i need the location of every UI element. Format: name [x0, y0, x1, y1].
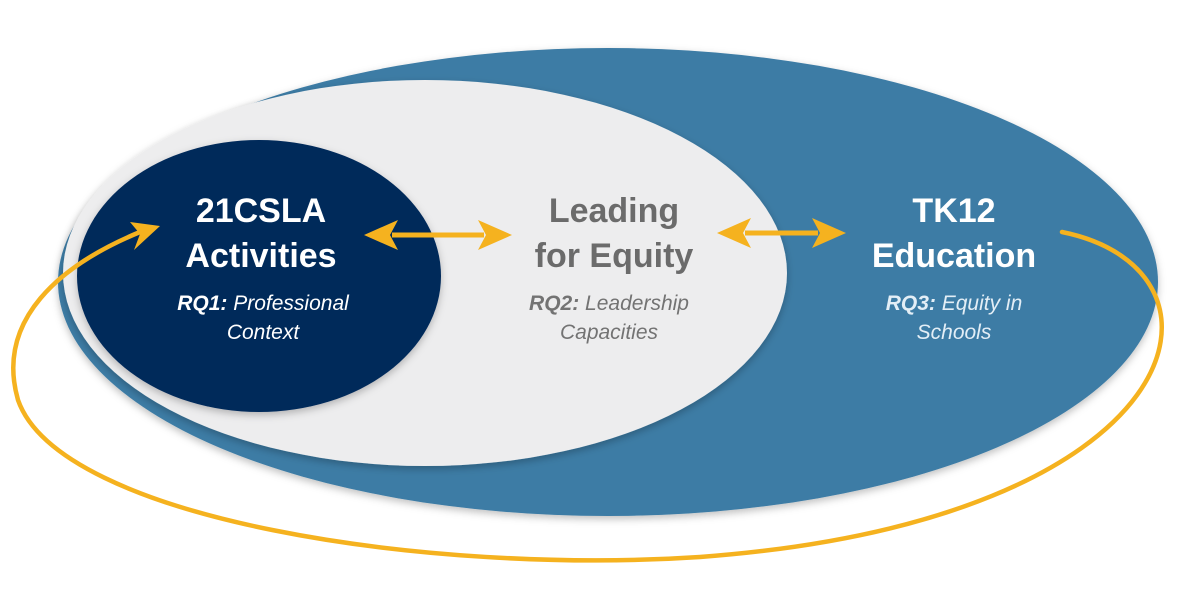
middle-rq-line2: Capacities	[560, 321, 659, 344]
outer-title-line2: Education	[872, 237, 1036, 275]
outer-rq-text1: Equity in	[936, 292, 1022, 315]
inner-title-line1: 21CSLA	[196, 192, 326, 230]
double-arrow-inner-middle	[364, 220, 512, 250]
double-arrow-middle-outer	[717, 218, 846, 248]
inner-ellipse	[77, 140, 441, 412]
middle-title-line2: for Equity	[535, 237, 694, 275]
middle-title-line1: Leading	[549, 192, 679, 230]
middle-rq-text1: Leadership	[579, 292, 689, 315]
outer-rq-line1: RQ3: Equity in	[886, 292, 1023, 315]
inner-rq-line1: RQ1: Professional	[177, 292, 350, 315]
loop-arrowhead	[130, 222, 160, 250]
outer-rq-line2: Schools	[917, 321, 992, 344]
middle-rq-label: RQ2:	[529, 292, 579, 315]
outer-title-line1: TK12	[912, 192, 995, 230]
inner-title-line2: Activities	[185, 237, 336, 275]
inner-rq-text1: Professional	[227, 292, 350, 315]
inner-rq-label: RQ1:	[177, 292, 227, 315]
inner-rq-line2: Context	[227, 321, 301, 344]
feedback-loop-arrow	[11, 229, 1164, 563]
outer-rq-label: RQ3:	[886, 292, 936, 315]
middle-rq-line1: RQ2: Leadership	[529, 292, 689, 315]
